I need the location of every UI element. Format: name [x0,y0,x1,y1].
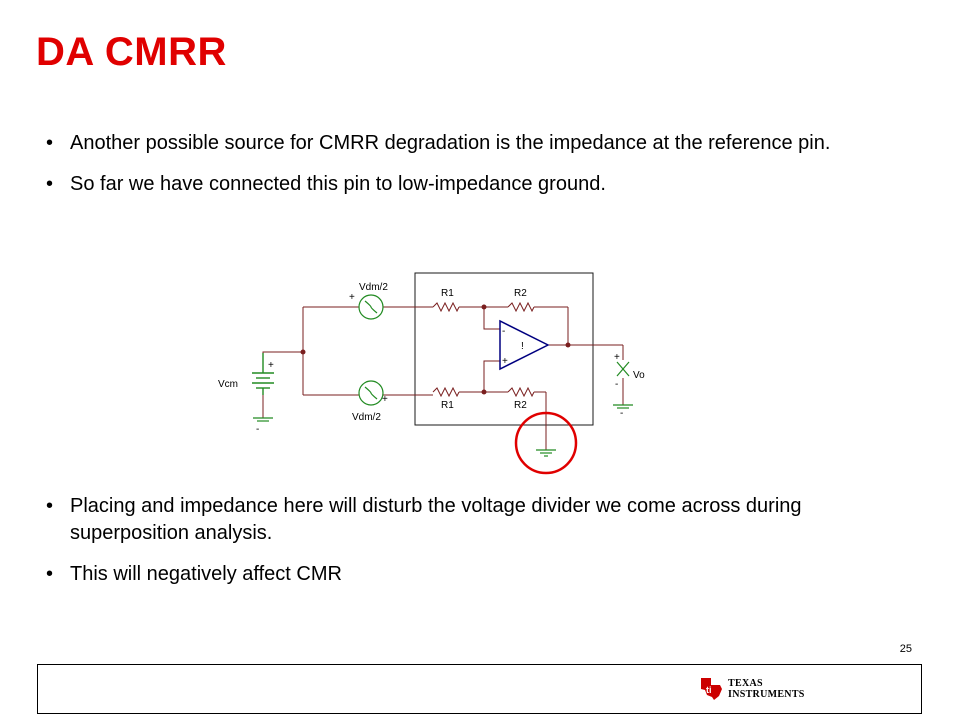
ground-reference-icon [536,449,556,457]
wires [262,306,624,450]
vo-label: Vo [633,370,645,381]
opamp-noninverting-label: + [502,356,508,367]
vdm-top-label: Vdm/2 [359,282,388,293]
plus-sign: + [614,352,620,363]
minus-sign: - [620,408,623,419]
bullet-item: So far we have connected this pin to low… [46,171,876,198]
reference-pin-highlight [514,411,578,475]
svg-text:ti: ti [706,685,712,695]
ground-vo-icon [613,404,633,409]
resistor-r2-bottom [507,386,535,398]
r1-bottom-label: R1 [441,400,454,411]
r2-bottom-label: R2 [514,400,527,411]
vdm-bottom-label: Vdm/2 [352,412,381,423]
bullet-item: Another possible source for CMRR degrada… [46,130,876,157]
ac-source-top-icon [358,294,384,320]
r2-top-label: R2 [514,288,527,299]
plus-sign: + [268,360,274,371]
op-amp-icon [499,319,550,371]
footer-bar [37,664,922,714]
junction-dots [300,304,571,395]
bullet-list-bottom: Placing and impedance here will disturb … [46,493,896,602]
ground-vcm-icon [253,417,273,422]
opamp-inverting-label: - [502,326,505,337]
page-number: 25 [899,643,912,655]
resistor-r2-top [507,301,535,313]
minus-sign: - [615,379,618,390]
ac-source-bottom-icon [358,380,384,406]
r1-top-label: R1 [441,288,454,299]
slide-title: DA CMRR [36,30,227,74]
amplifier-enclosure [414,272,594,426]
bullet-item: This will negatively affect CMR [46,561,896,588]
plus-sign: + [349,292,355,303]
logo-line-2: INSTRUMENTS [728,689,805,700]
bullet-item: Placing and impedance here will disturb … [46,493,896,547]
opamp-mark: ! [521,341,524,352]
logo-line-1: TEXAS [728,678,763,689]
minus-sign: - [256,424,259,435]
battery-vcm-icon [252,353,274,395]
resistor-r1-bottom [432,386,460,398]
bullet-list-top: Another possible source for CMRR degrada… [46,130,876,212]
texas-state-icon: ti [701,678,722,700]
texas-instruments-logo: ti TEXAS INSTRUMENTS [698,676,805,702]
vo-probe-icon [616,361,630,377]
resistor-r1-top [432,301,460,313]
plus-sign: + [382,394,388,405]
vcm-label: Vcm [218,379,238,390]
